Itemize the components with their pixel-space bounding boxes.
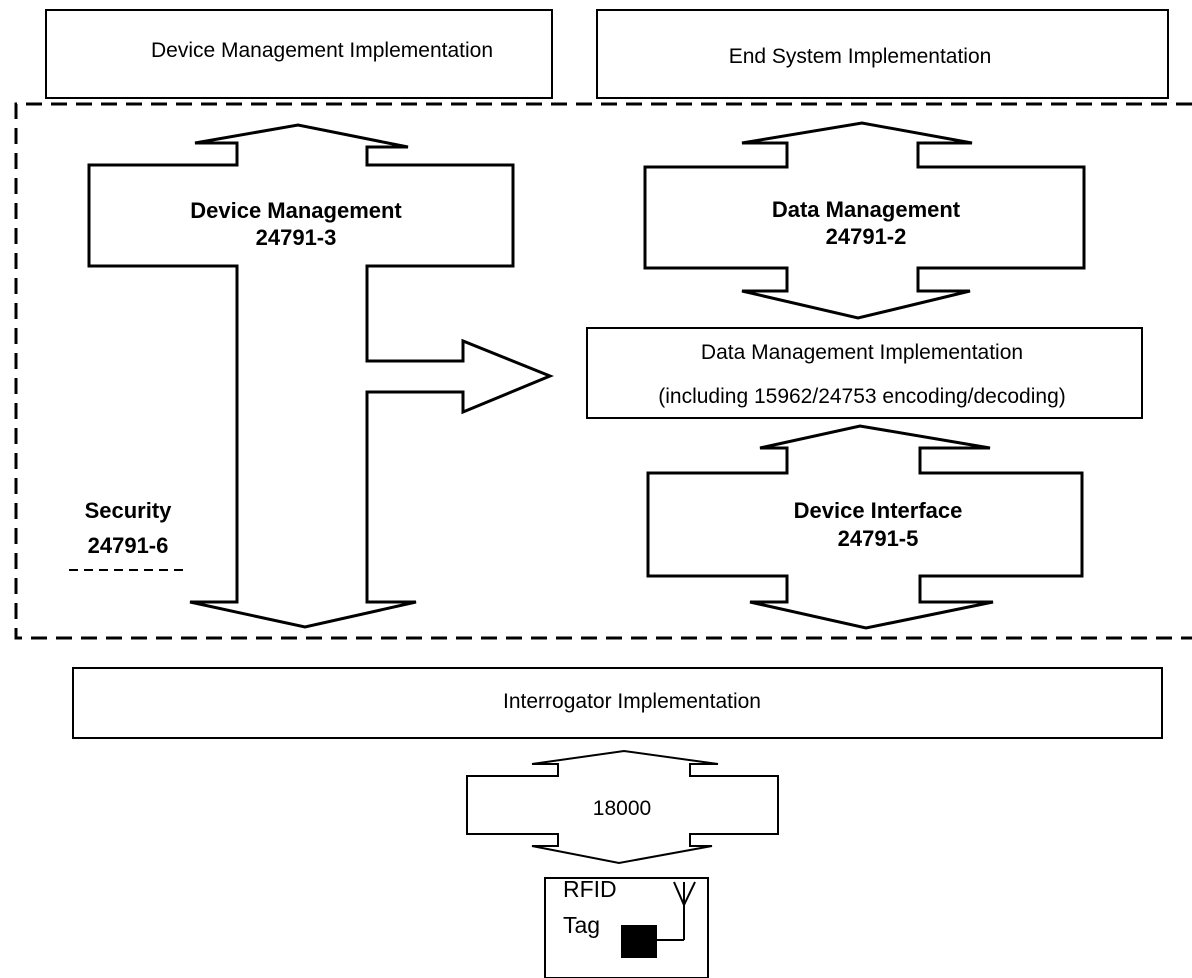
data-management-label: Data Management (772, 197, 961, 222)
rfid-tag-label-line1: RFID (563, 876, 617, 902)
security-label: Security (85, 498, 173, 523)
data-management-arrow: Data Management 24791-2 (643, 121, 1086, 320)
air-interface-arrow: 18000 (466, 749, 779, 865)
rfid-tag-box: RFID Tag (544, 876, 709, 978)
rfid-tag-label-line2: Tag (563, 912, 600, 938)
device-management-arrow: Device Management 24791-3 (87, 123, 554, 629)
data-management-implementation-label: Data Management Implementation (701, 341, 1023, 364)
security-boundary-dashed-line (14, 102, 1192, 640)
device-management-code: 24791-3 (256, 225, 337, 250)
antenna-icon (657, 881, 696, 941)
device-interface-code: 24791-5 (838, 526, 919, 551)
air-interface-code: 18000 (593, 797, 651, 820)
device-interface-arrow: Device Interface 24791-5 (646, 424, 1084, 630)
end-system-implementation-label: End System Implementation (729, 45, 992, 68)
chip-icon (621, 925, 657, 958)
interrogator-implementation-label: Interrogator Implementation (503, 690, 761, 713)
data-management-implementation-sublabel: (including 15962/24753 encoding/decoding… (658, 385, 1066, 408)
security-code: 24791-6 (88, 533, 169, 558)
end-system-implementation-box: End System Implementation (596, 9, 1169, 99)
data-management-implementation-box: Data Management Implementation (includin… (586, 327, 1143, 419)
device-interface-label: Device Interface (794, 498, 963, 523)
device-management-implementation-label: Device Management Implementation (151, 39, 493, 62)
device-management-implementation-box: Device Management Implementation (45, 9, 553, 99)
data-management-code: 24791-2 (826, 224, 907, 249)
security-legend: Security 24791-6 (69, 498, 186, 571)
interrogator-implementation-box: Interrogator Implementation (72, 667, 1163, 739)
device-management-label: Device Management (190, 198, 402, 223)
